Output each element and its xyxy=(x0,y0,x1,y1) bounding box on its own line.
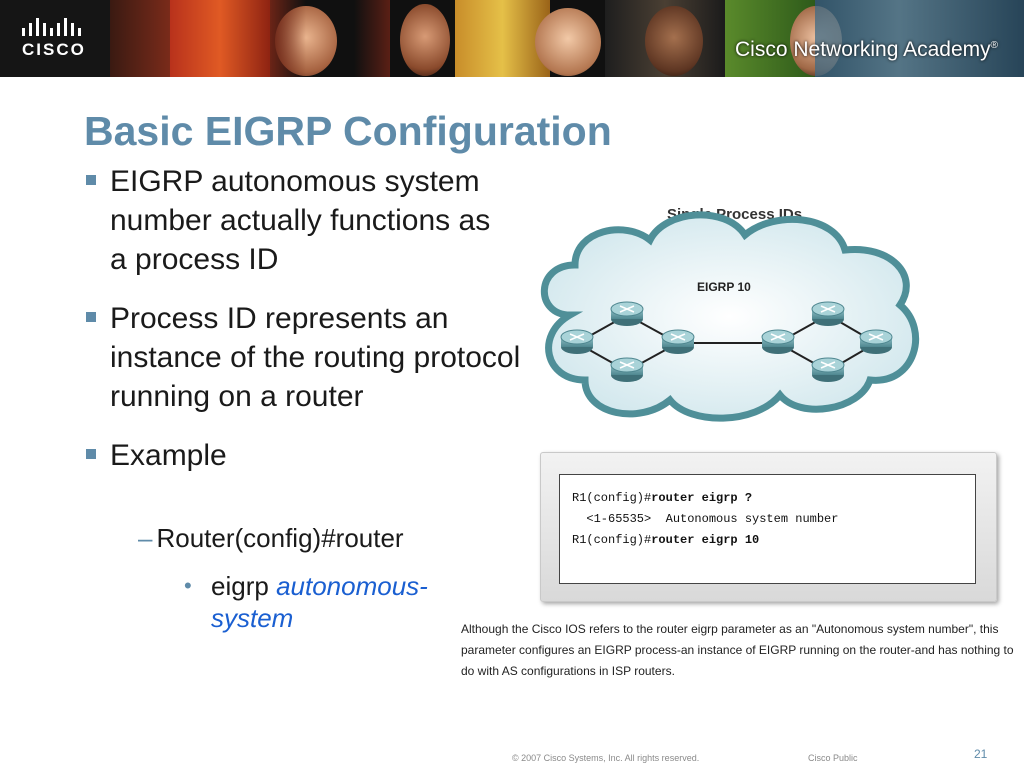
photo-panel xyxy=(815,0,1024,77)
cli-output-panel: R1(config)#router eigrp ? <1-65535> Auto… xyxy=(540,452,997,602)
photo-panel xyxy=(110,0,170,77)
router-icon xyxy=(610,357,644,382)
cloud-label: EIGRP 10 xyxy=(697,280,751,294)
photo-face xyxy=(535,8,601,76)
brand-text: Cisco Networking Academy xyxy=(735,38,991,61)
sub-sub-bullet-plain: eigrp xyxy=(211,571,269,601)
cisco-logo-icon xyxy=(22,18,81,36)
footer-copyright: © 2007 Cisco Systems, Inc. All rights re… xyxy=(512,753,700,763)
cloud-icon xyxy=(540,211,920,422)
photo-panel xyxy=(270,0,390,77)
dash-icon: – xyxy=(138,523,153,553)
bullet-text: EIGRP autonomous system number actually … xyxy=(110,165,491,276)
router-icon xyxy=(811,357,845,382)
bullet-square-icon xyxy=(86,175,96,185)
bullet-text: Example xyxy=(110,439,227,472)
slide-title: Basic EIGRP Configuration xyxy=(84,108,612,154)
sub-bullet-text: Router(config)#router xyxy=(156,523,404,553)
photo-face xyxy=(645,6,703,76)
cli-line: R1(config)#router eigrp 10 xyxy=(572,533,760,547)
cli-line: <1-65535> Autonomous system number xyxy=(572,512,839,526)
sub-sub-bullet-italic: autonomous-system xyxy=(211,571,428,633)
bullet-item: Process ID represents an instance of the… xyxy=(84,299,530,416)
router-icon xyxy=(859,329,893,354)
photo-panel xyxy=(170,0,270,77)
footer-classification: Cisco Public xyxy=(808,753,858,763)
bullet-list: EIGRP autonomous system number actually … xyxy=(84,162,520,495)
header-photo-strip xyxy=(110,0,1024,77)
eigrp-network-diagram xyxy=(540,211,920,422)
networking-academy-brand: Cisco Networking Academy® xyxy=(735,38,998,62)
bullet-square-icon xyxy=(86,312,96,322)
bullet-item: EIGRP autonomous system number actually … xyxy=(84,162,510,279)
bullet-dot-icon: • xyxy=(184,573,192,598)
cli-terminal: R1(config)#router eigrp ? <1-65535> Auto… xyxy=(559,474,976,584)
router-icon xyxy=(661,329,695,354)
sub-sub-bullet-item: • eigrp autonomous-system xyxy=(184,570,466,634)
page-number: 21 xyxy=(974,747,988,761)
bullet-square-icon xyxy=(86,449,96,459)
photo-panel xyxy=(455,0,550,77)
bullet-text: Process ID represents an instance of the… xyxy=(110,302,521,413)
cli-line: R1(config)#router eigrp ? xyxy=(572,491,753,505)
router-icon xyxy=(761,329,795,354)
router-icon xyxy=(811,301,845,326)
cisco-logo-text: CISCO xyxy=(22,40,86,59)
registered-mark: ® xyxy=(990,40,998,51)
sub-bullet-item: –Router(config)#router xyxy=(138,523,404,554)
cisco-logo: CISCO xyxy=(0,0,110,77)
photo-face xyxy=(400,4,450,76)
router-icon xyxy=(560,329,594,354)
header-banner: CISCO Cisco Networking Academy® xyxy=(0,0,1024,77)
diagram-caption: Although the Cisco IOS refers to the rou… xyxy=(461,622,1014,678)
router-icon xyxy=(610,301,644,326)
bullet-item: Example xyxy=(84,436,514,475)
